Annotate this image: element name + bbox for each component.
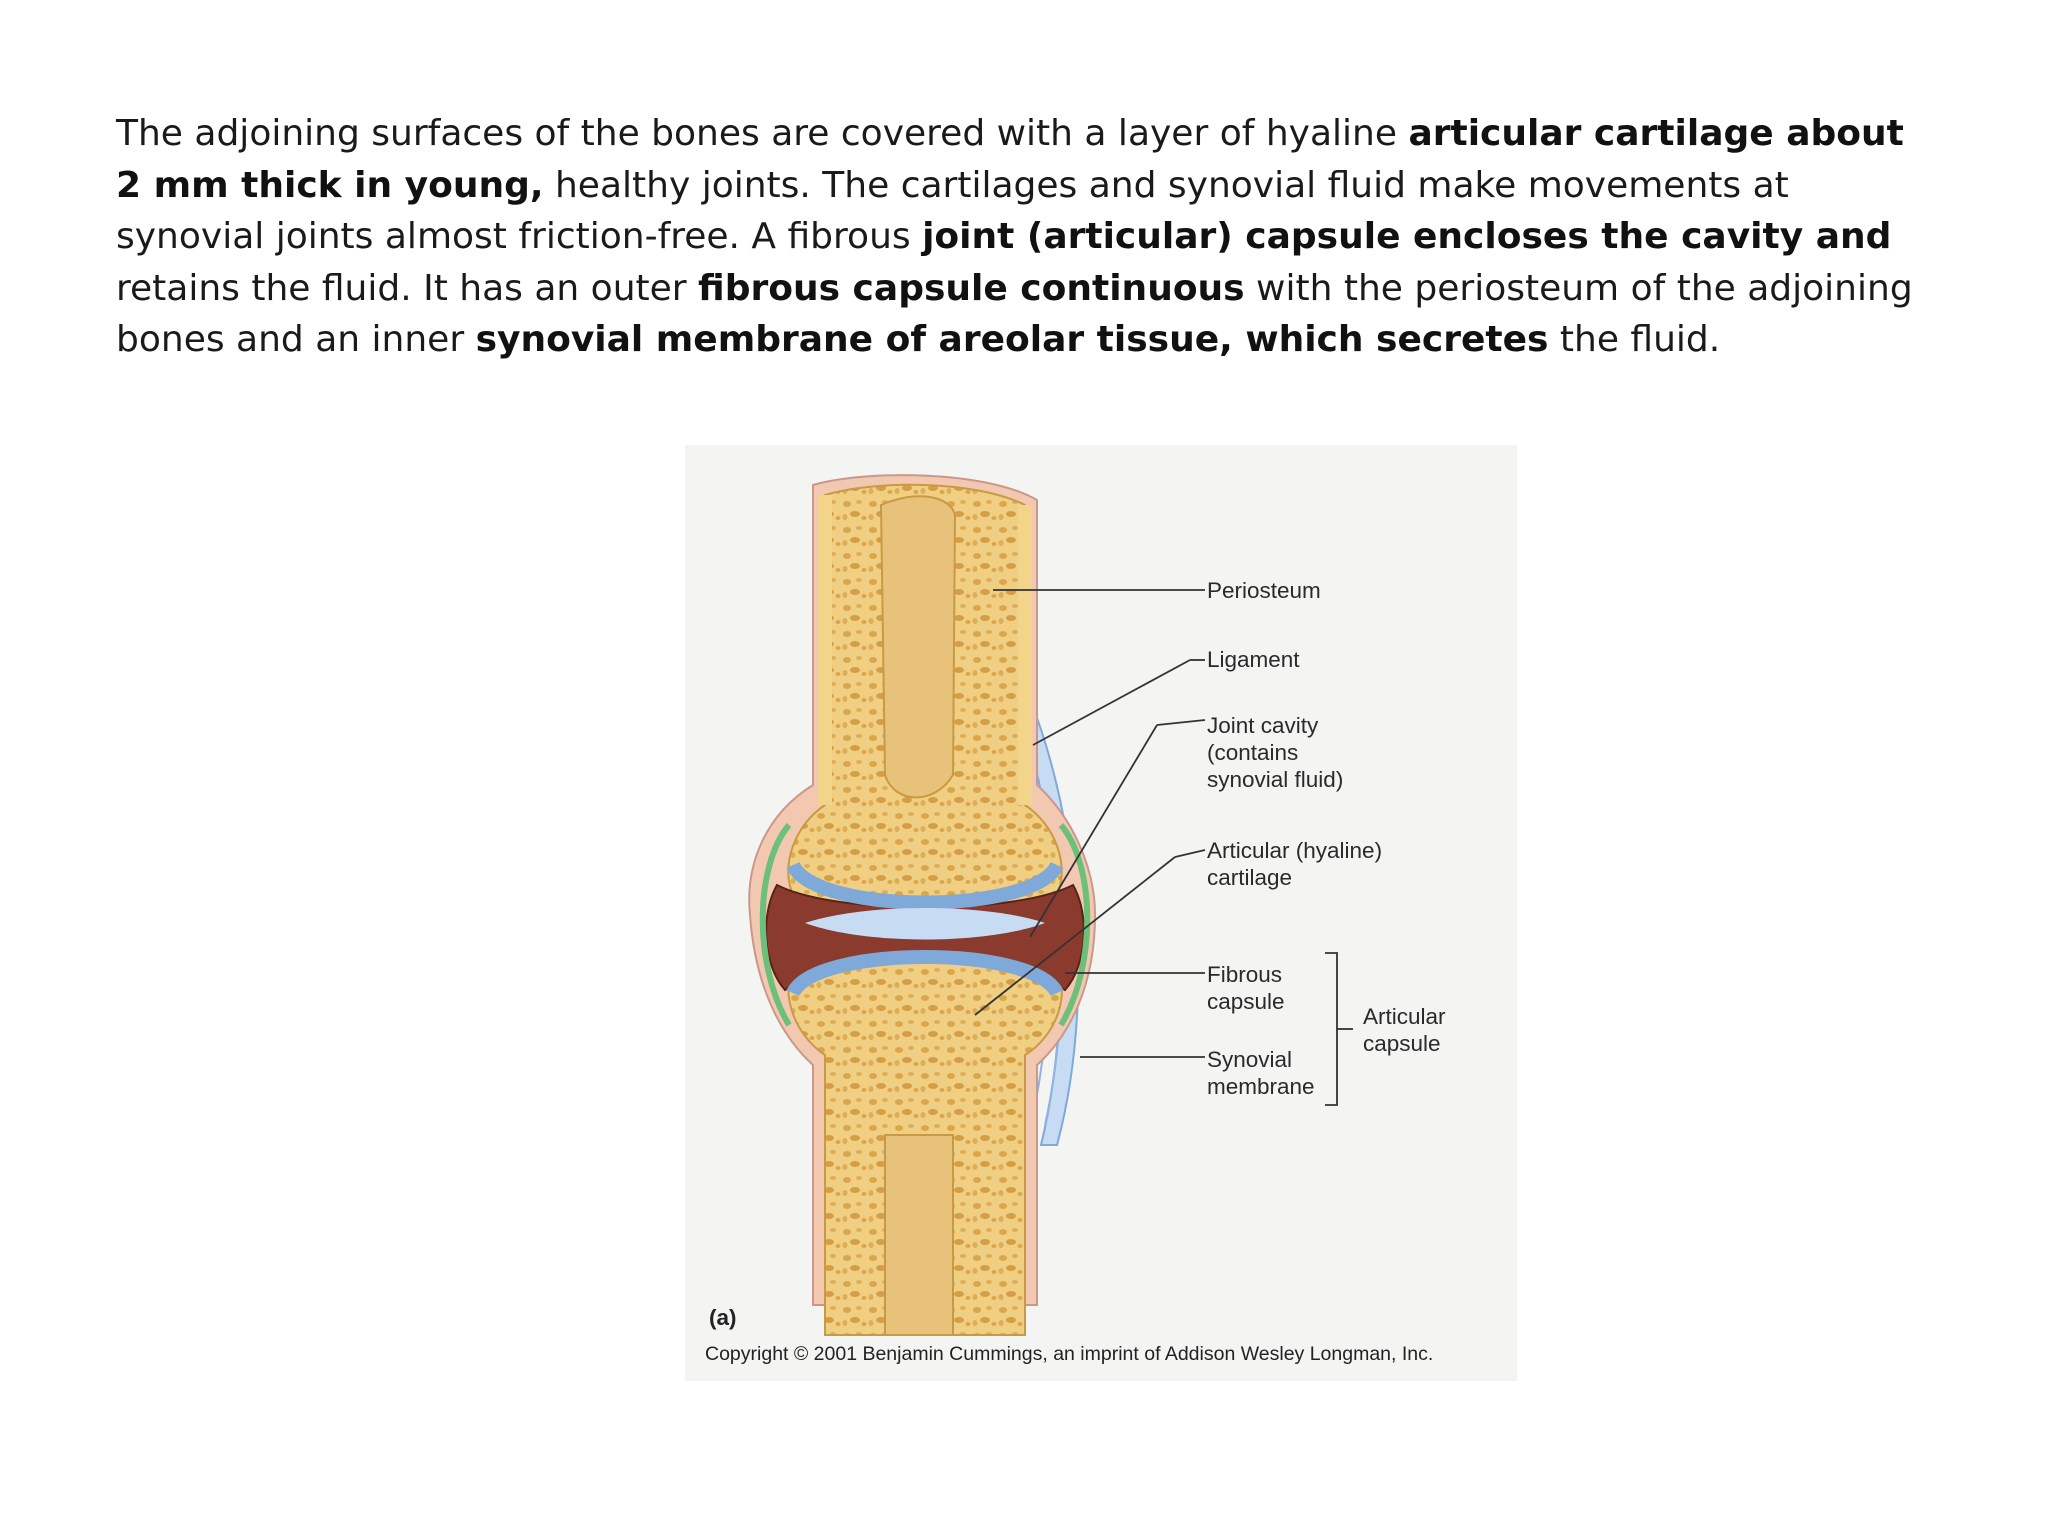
medullary-cavity-upper — [879, 495, 957, 799]
body-paragraph: The adjoining surfaces of the bones are … — [116, 108, 1916, 366]
copyright-notice: Copyright © 2001 Benjamin Cummings, an i… — [705, 1343, 1433, 1365]
label-joint-cavity-line1: Joint cavity — [1207, 713, 1319, 738]
label-cartilage-line1: Articular (hyaline) — [1207, 838, 1382, 863]
label-joint-cavity-line2: (contains — [1207, 740, 1298, 765]
synovial-joint-figure: Periosteum Ligament Joint cavity (contai… — [685, 445, 1517, 1381]
label-fibrous-line2: capsule — [1207, 989, 1285, 1014]
medullary-cavity-lower — [884, 1134, 954, 1336]
paragraph-bold-run: synovial membrane of areolar tissue, whi… — [475, 319, 1549, 360]
label-synovial-line1: Synovial — [1207, 1047, 1292, 1072]
articular-cartilage-lower — [786, 950, 1064, 997]
paragraph-run: retains the fluid. It has an outer — [116, 267, 699, 309]
paragraph-bold-run: articular cartilage about 2 mm thick in … — [116, 113, 1904, 206]
label-ligament: Ligament — [1207, 647, 1300, 672]
paragraph-run: The adjoining surfaces of the bones are … — [116, 113, 1409, 154]
label-articular-capsule-line1: Articular — [1363, 1004, 1446, 1029]
label-periosteum: Periosteum — [1207, 578, 1321, 603]
leader-lines — [974, 589, 1353, 1106]
synovial-membrane-left — [759, 823, 792, 1027]
panel-label: (a) — [709, 1305, 737, 1330]
paragraph-bold-run: fibrous capsule continuous — [698, 267, 1245, 309]
synovial-membrane-right — [1058, 823, 1091, 1027]
label-articular-capsule-line2: capsule — [1363, 1031, 1441, 1056]
paragraph-run: with the periosteum of the adjoining bon… — [116, 267, 1913, 361]
label-cartilage-line2: cartilage — [1207, 865, 1292, 890]
paragraph-bold-run: joint (articular) capsule encloses the c… — [922, 216, 1892, 257]
articular-cartilage-upper — [786, 861, 1064, 910]
label-synovial-line2: membrane — [1207, 1074, 1315, 1099]
label-joint-cavity-line3: synovial fluid) — [1207, 767, 1343, 792]
label-fibrous-line1: Fibrous — [1207, 962, 1282, 987]
synovial-joint-diagram: Periosteum Ligament Joint cavity (contai… — [705, 474, 1446, 1365]
paragraph-run: the fluid. — [1548, 319, 1721, 360]
paragraph-run: healthy joints. The cartilages and synov… — [116, 164, 1789, 258]
